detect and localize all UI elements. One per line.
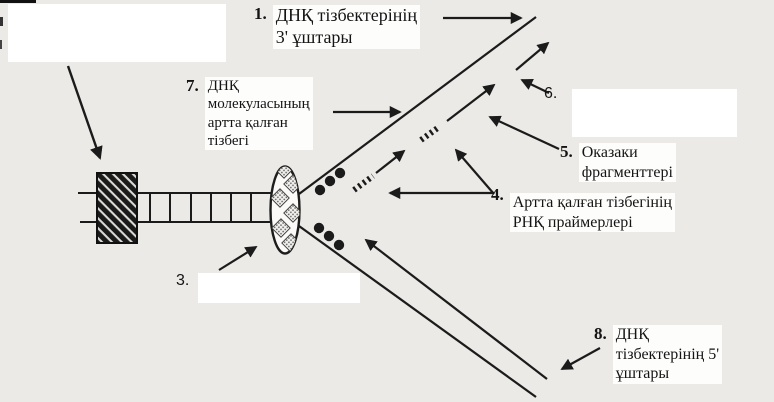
- label-5-text: Оказаки фрагменттері: [578, 143, 676, 183]
- label-3: 3.: [176, 272, 195, 290]
- parental-dna-duplex: [78, 192, 272, 223]
- label-6-number: 6.: [544, 85, 558, 102]
- label-1: 1. ДНҚ тізбектерінің 3' ұштары: [254, 4, 421, 49]
- label-1-text: ДНҚ тізбектерінің 3' ұштары: [272, 5, 421, 49]
- blank-answer-box-topleft: [8, 4, 226, 62]
- pointer-arrow-label-4-upper: [454, 148, 495, 195]
- ssb-protein-dots-upper: [314, 167, 346, 196]
- label-8-number: 8.: [594, 324, 607, 343]
- blank-answer-box-6: [572, 89, 737, 137]
- hatched-protein-block: [96, 172, 138, 244]
- label-5-number: 5.: [560, 142, 573, 161]
- ssb-protein-dots-lower: [313, 222, 345, 251]
- pointer-arrow-label-8: [560, 347, 601, 370]
- pointer-arrow-label-5: [488, 115, 560, 150]
- okazaki-fragment-2: [446, 83, 496, 122]
- label-5: 5. Оказаки фрагменттері: [560, 142, 676, 183]
- label-6: 6.: [544, 85, 563, 103]
- pointer-arrow-label-6: [520, 79, 550, 94]
- label-3-number: 3.: [176, 272, 190, 289]
- label-4-text: Артта қалған тізбегінің РНҚ праймерлері: [509, 193, 675, 233]
- leading-strand-nascent-arrow: [364, 238, 548, 380]
- label-8: 8. ДНҚ тізбектерінің 5' ұштары: [594, 324, 723, 384]
- helicase-enzyme-oval: [269, 165, 301, 255]
- rna-primer-dashes-2: [419, 124, 441, 143]
- label-7: 7. ДНҚ молекуласының артта қалған тізбег…: [186, 76, 313, 151]
- pointer-arrow-topleft-box: [66, 65, 103, 160]
- label-1-number: 1.: [254, 4, 267, 23]
- label-4-number: 4.: [491, 185, 504, 204]
- rna-primer-dashes-1: [352, 173, 375, 193]
- pointer-arrow-label-3: [218, 246, 258, 271]
- label-8-text: ДНҚ тізбектерінің 5' ұштары: [612, 325, 723, 384]
- scan-artifact-marks: [0, 0, 36, 49]
- okazaki-fragment-3: [515, 41, 550, 71]
- okazaki-fragment-1: [375, 149, 406, 174]
- leading-strand-template-line: [298, 225, 537, 398]
- blank-answer-box-3: [198, 273, 360, 303]
- label-7-text: ДНҚ молекуласының артта қалған тізбегі: [204, 77, 313, 151]
- lagging-strand-template-line: [298, 16, 537, 195]
- label-4: 4. Артта қалған тізбегінің РНҚ праймерле…: [491, 185, 675, 233]
- label-7-number: 7.: [186, 76, 199, 95]
